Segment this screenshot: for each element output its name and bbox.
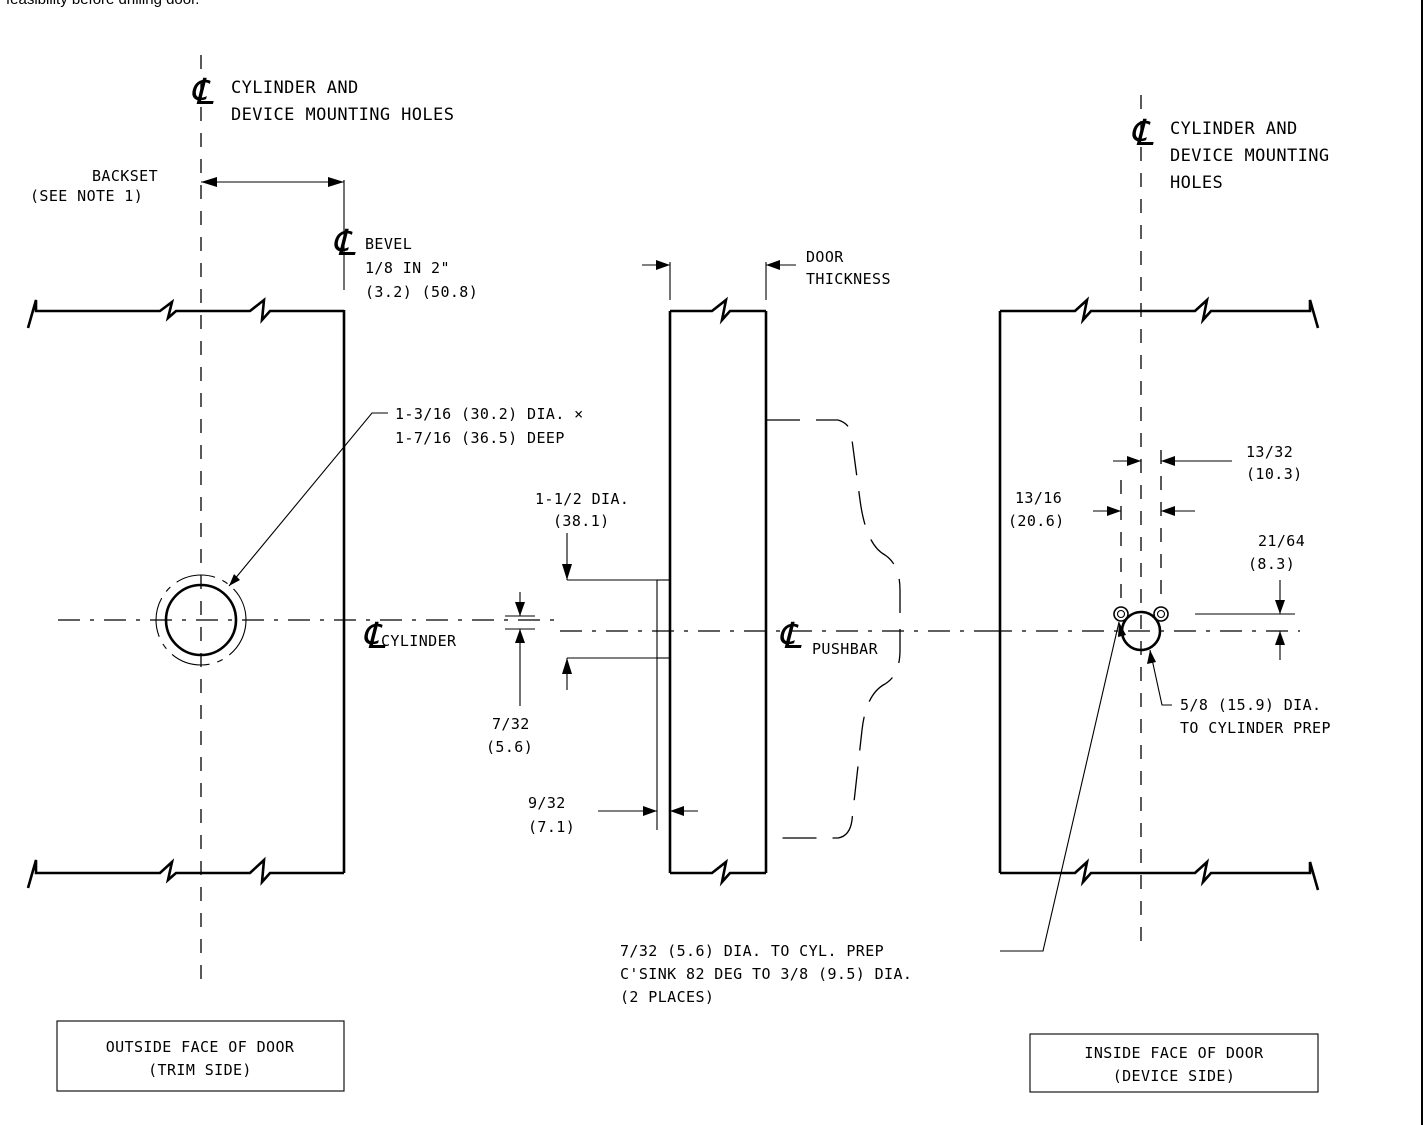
hole-label-1: 1-3/16 (30.2) DIA. × xyxy=(395,405,584,423)
inside-caption-2: (DEVICE SIDE) xyxy=(1113,1067,1236,1085)
outside-top-break-line xyxy=(26,297,344,329)
cylinder-centerline-icon: ℄ xyxy=(362,616,386,657)
mounting-hole-right xyxy=(1153,606,1169,622)
prep-label-2: TO CYLINDER PREP xyxy=(1180,719,1331,737)
outside-caption-box xyxy=(56,1020,345,1092)
spacing-large-label-2: (20.6) xyxy=(1008,512,1065,530)
inside-centerline-label-1: CYLINDER AND xyxy=(1170,119,1298,139)
vertical-label-1: 21/64 xyxy=(1258,532,1305,550)
outside-centerline-label-2: DEVICE MOUNTING HOLES xyxy=(231,105,454,125)
pushbar-outline xyxy=(766,419,901,839)
hole-leader xyxy=(228,412,388,587)
bevel-label-1: BEVEL xyxy=(365,235,412,253)
dia-label-1: 1-1/2 DIA. xyxy=(535,490,629,508)
thickness-label-2: THICKNESS xyxy=(806,270,891,288)
hole-leader-arrow xyxy=(229,574,240,586)
inside-caption-1: INSIDE FACE OF DOOR xyxy=(1084,1044,1264,1062)
rose-label-1: 9/32 xyxy=(528,794,566,812)
csink-label-2: C'SINK 82 DEG TO 3/8 (9.5) DIA. xyxy=(620,965,912,983)
prep-label-1: 5/8 (15.9) DIA. xyxy=(1180,696,1321,714)
inside-centerline-icon: ℄ xyxy=(1130,113,1154,154)
backset-label-2: (SEE NOTE 1) xyxy=(30,187,143,205)
spacing-small-label-2: (10.3) xyxy=(1246,465,1303,483)
thickness-label-1: DOOR xyxy=(806,248,844,266)
inside-bottom-break-line xyxy=(1000,858,1320,891)
offset-label-1: 7/32 xyxy=(492,715,530,733)
backset-label-1: BACKSET xyxy=(92,167,158,185)
bevel-label-2: 1/8 IN 2" xyxy=(365,259,450,277)
door-section-view: DOOR THICKNESS 1-1/2 DIA. (38.1) 7/32 (5… xyxy=(486,248,990,887)
header-note: feasibility before drilling door. xyxy=(6,0,199,8)
spacing-small-label-1: 13/32 xyxy=(1246,443,1293,461)
vertical-label-2: (8.3) xyxy=(1248,555,1295,573)
bevel-label-3: (3.2) (50.8) xyxy=(365,283,478,301)
centerline-symbol-icon: ℄ xyxy=(190,72,214,113)
inside-top-break-line xyxy=(1000,296,1320,329)
outside-caption-1: OUTSIDE FACE OF DOOR xyxy=(106,1038,295,1056)
csink-label-1: 7/32 (5.6) DIA. TO CYL. PREP xyxy=(620,942,884,960)
spacing-large-label-1: 13/16 xyxy=(1015,489,1062,507)
inside-centerline-label-3: HOLES xyxy=(1170,173,1223,193)
dia-label-2: (38.1) xyxy=(553,512,610,530)
csink-leader xyxy=(1000,621,1120,952)
rose-label-2: (7.1) xyxy=(528,818,575,836)
trim-rose xyxy=(656,579,671,659)
section-bottom-break xyxy=(670,858,766,887)
pushbar-centerline-icon: ℄ xyxy=(778,616,802,657)
section-top-break xyxy=(670,296,766,325)
inside-caption-box xyxy=(1029,1033,1319,1093)
inside-centerline-label-2: DEVICE MOUNTING xyxy=(1170,146,1330,166)
hole-label-2: 1-7/16 (36.5) DEEP xyxy=(395,429,565,447)
csink-label-3: (2 PLACES) xyxy=(620,988,714,1006)
cylinder-hole xyxy=(164,583,238,657)
cylinder-label: CYLINDER xyxy=(381,632,457,650)
outside-bottom-break-line xyxy=(26,856,344,889)
outside-centerline-label-1: CYLINDER AND xyxy=(231,78,359,98)
cylinder-hole-outline xyxy=(155,574,247,666)
prep-leader xyxy=(1149,649,1172,706)
pushbar-label: PUSHBAR xyxy=(812,640,879,658)
outside-caption-2: (TRIM SIDE) xyxy=(148,1061,252,1079)
outside-face-view: ℄ ℄ ℄ CYLINDER AND DEVICE MOUNTING HOLES… xyxy=(26,55,584,1092)
bevel-centerline-icon: ℄ xyxy=(332,223,356,264)
inside-face-view: 13/32 (10.3) 13/16 (20.6) 21/64 (8.3) 5/… xyxy=(620,95,1331,1093)
offset-label-2: (5.6) xyxy=(486,738,533,756)
mounting-hole-left xyxy=(1113,606,1129,622)
